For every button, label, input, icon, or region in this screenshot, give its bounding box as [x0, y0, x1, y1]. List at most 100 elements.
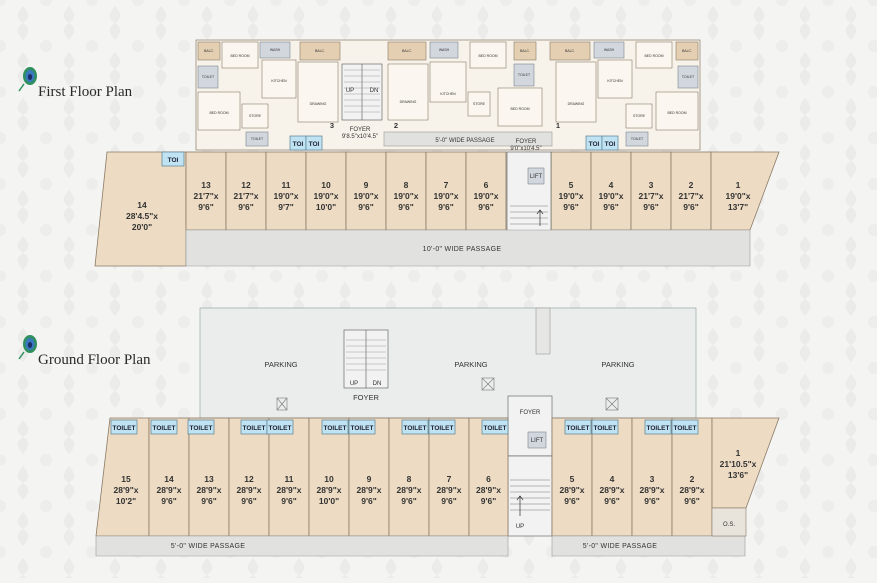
- first-floor-title-group: First Floor Plan: [18, 67, 133, 100]
- toilet-label: TOI: [293, 141, 304, 148]
- shop-area: [550, 151, 592, 231]
- parking-label: PARKING: [454, 360, 487, 369]
- shop-size2: 10'0": [319, 496, 339, 506]
- passage-left: [95, 535, 509, 557]
- parking-label: PARKING: [264, 360, 297, 369]
- stair-core: [507, 455, 553, 537]
- toilet: [564, 419, 592, 435]
- shop-unit: 719'0"x9'6": [425, 151, 467, 231]
- shop-area: [671, 417, 713, 537]
- shop-size1: 28'9"x: [277, 485, 302, 495]
- shop-size2: 13'7": [728, 202, 748, 212]
- shop-size2: 9'6": [684, 496, 700, 506]
- column-markers: [276, 377, 619, 411]
- flat-number: 2: [394, 121, 398, 130]
- room-label: TOILET: [682, 75, 695, 79]
- shop-no: 1: [736, 180, 741, 190]
- toilet-label: TOILET: [431, 425, 454, 432]
- ten-foot-passage: [185, 229, 751, 267]
- toilet: [110, 419, 138, 435]
- foyer-label: FOYER: [353, 393, 379, 402]
- balcony: [675, 41, 699, 61]
- room-label: DRAWING: [310, 102, 327, 106]
- shop-no: 13: [201, 180, 211, 190]
- shop-no: 12: [241, 180, 251, 190]
- room-label: BALC.: [402, 49, 412, 53]
- shop-unit: 519'0"x9'6": [550, 151, 592, 231]
- toilet-label: TOILET: [674, 425, 697, 432]
- toilet: [481, 419, 509, 435]
- up-label: UP: [516, 524, 524, 530]
- room-label: BED ROOM: [667, 111, 686, 115]
- room-label: TOILET: [251, 137, 264, 141]
- shop-size1: 21'7"x: [234, 191, 259, 201]
- shop-no: 8: [404, 180, 409, 190]
- shop-size2: 9'6": [361, 496, 377, 506]
- shop-unit: 919'0"x9'6": [345, 151, 387, 231]
- shop-size2: 9'6": [643, 202, 659, 212]
- lift: [527, 431, 547, 449]
- shop-area: [428, 417, 470, 537]
- toilet: [401, 419, 429, 435]
- room-label: TOILET: [631, 137, 644, 141]
- bedroom: [221, 41, 259, 69]
- ground-floor-shops: 1528'9"x10'2"1428'9"x9'6"1328'9"x9'6"122…: [95, 417, 780, 537]
- shop-no: 13: [204, 474, 214, 484]
- shop-no: 4: [610, 474, 615, 484]
- shop-size1: 19'0"x: [726, 191, 751, 201]
- toilet-label: TOILET: [243, 425, 266, 432]
- shop-unit: 419'0"x9'6": [590, 151, 632, 231]
- shop-no: 9: [367, 474, 372, 484]
- room-label: DRAWING: [400, 100, 417, 104]
- shop-size1: 21'7"x: [679, 191, 704, 201]
- toilet: [671, 419, 699, 435]
- store: [241, 103, 269, 129]
- shop-no: 12: [244, 474, 254, 484]
- lift-label: LIFT: [531, 438, 544, 444]
- toilet: [161, 151, 185, 167]
- balcony: [513, 41, 537, 61]
- room-label: BED ROOM: [510, 107, 529, 111]
- up-label: UP: [350, 381, 358, 387]
- shop-area: [670, 151, 712, 231]
- shop-no: 14: [164, 474, 174, 484]
- balcony: [549, 41, 591, 61]
- bedroom: [635, 41, 673, 69]
- shop-unit: 819'0"x9'6": [385, 151, 427, 231]
- pillar: [535, 307, 551, 355]
- shop-no: 5: [569, 180, 574, 190]
- shop-size2: 10'2": [116, 496, 136, 506]
- shop-unit: 619'0"x9'6": [465, 151, 507, 231]
- toilet-label: TOI: [168, 157, 179, 164]
- shop-no: 2: [689, 180, 694, 190]
- shop-size1: 28'9"x: [680, 485, 705, 495]
- drawing: [297, 61, 339, 123]
- shop-size2: 9'6": [241, 496, 257, 506]
- toilet: [644, 419, 672, 435]
- shop-no: 11: [285, 474, 294, 484]
- shop-no: 2: [690, 474, 695, 484]
- shop-size1: 28'9"x: [600, 485, 625, 495]
- shop-no: 6: [486, 474, 491, 484]
- shop-size2: 9'6": [161, 496, 177, 506]
- shop-unit: 321'7"x9'6": [630, 151, 672, 231]
- wash: [259, 41, 291, 59]
- kitchen: [597, 59, 633, 99]
- shop-unit: 728'9"x9'6": [428, 417, 470, 537]
- bedroom: [197, 91, 241, 131]
- room-label: BED ROOM: [478, 54, 497, 58]
- balcony: [197, 41, 221, 61]
- lift-label: LIFT: [530, 174, 543, 180]
- shop-no: 14: [137, 200, 147, 210]
- shop-no: 4: [609, 180, 614, 190]
- shop-area: [228, 417, 270, 537]
- store: [467, 91, 491, 117]
- shop-size1: 28'9"x: [357, 485, 382, 495]
- shop-size2: 13'6": [728, 470, 748, 480]
- kitchen: [261, 59, 297, 99]
- shop-no: 3: [649, 180, 654, 190]
